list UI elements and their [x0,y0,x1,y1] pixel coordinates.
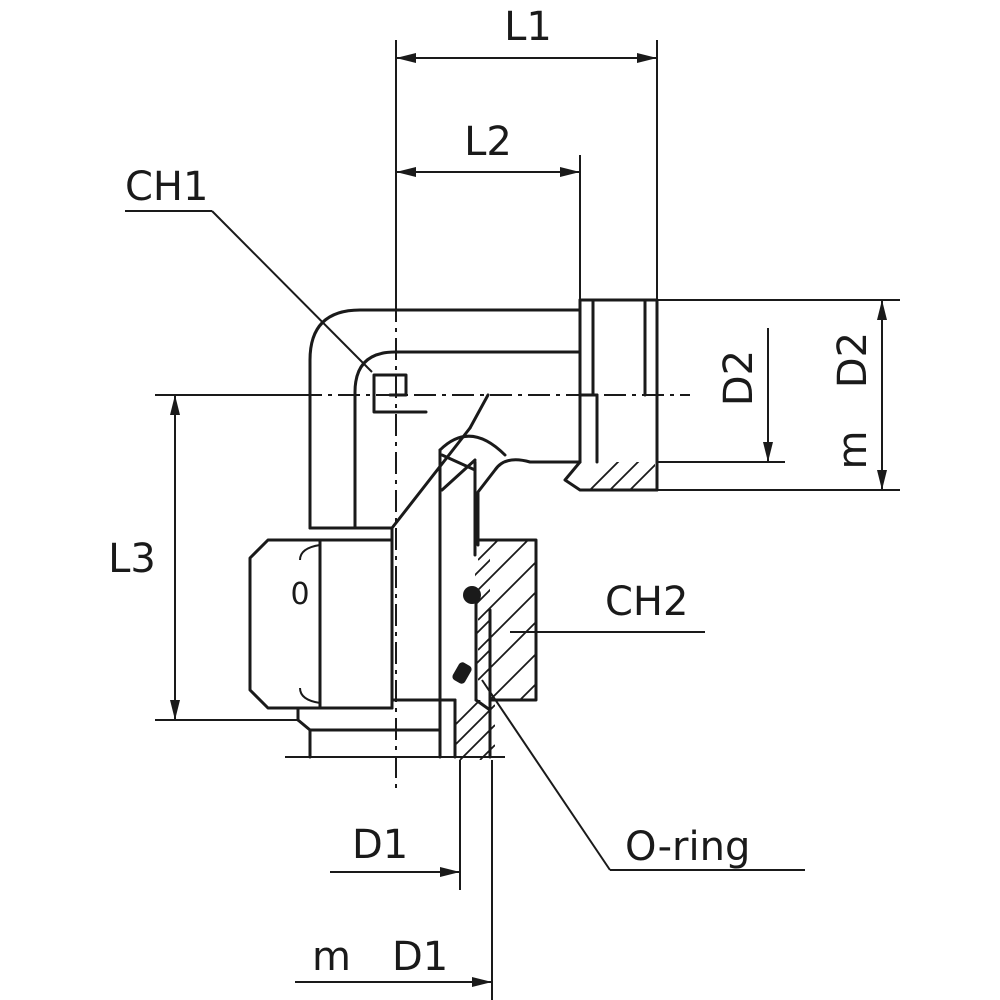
ch1-symbol [372,373,428,414]
label-l2: L2 [464,119,512,165]
nut-mark: 0 [290,577,309,612]
ch2-callout: CH2 [510,579,705,633]
elbow-body [308,308,582,702]
label-d1: D1 [352,822,408,868]
o-ring-upper [463,586,481,604]
label-m-d2-d2: D2 [830,332,876,388]
label-d2: D2 [716,350,762,406]
label-m-d1-m: m [312,934,351,980]
o-ring-callout: O-ring [481,679,805,871]
dimension-m-d2: D2 m [830,300,887,490]
dimension-d1: D1 [330,760,461,890]
thread-end [563,298,900,492]
o-ring-lower [452,662,472,684]
label-ch1: CH1 [125,164,208,210]
label-l3: L3 [108,536,156,582]
stud-end [285,588,505,760]
label-l1: L1 [504,4,552,50]
dimension-m-d1: m D1 [295,760,493,1000]
center-lines [300,300,690,790]
dimension-l1: L1 [395,4,658,310]
o-ring-seals [452,586,481,684]
label-o-ring: O-ring [625,824,750,870]
dimension-l2: L2 [396,119,581,300]
ch1-callout: CH1 [125,164,373,373]
label-ch2: CH2 [605,579,688,625]
label-m-d1-d1: D1 [392,934,448,980]
label-m-d2-m: m [830,431,876,470]
dimension-d2: D2 [716,328,773,462]
hex-nut: 0 [248,538,538,710]
dimension-l3: L3 [108,394,300,721]
